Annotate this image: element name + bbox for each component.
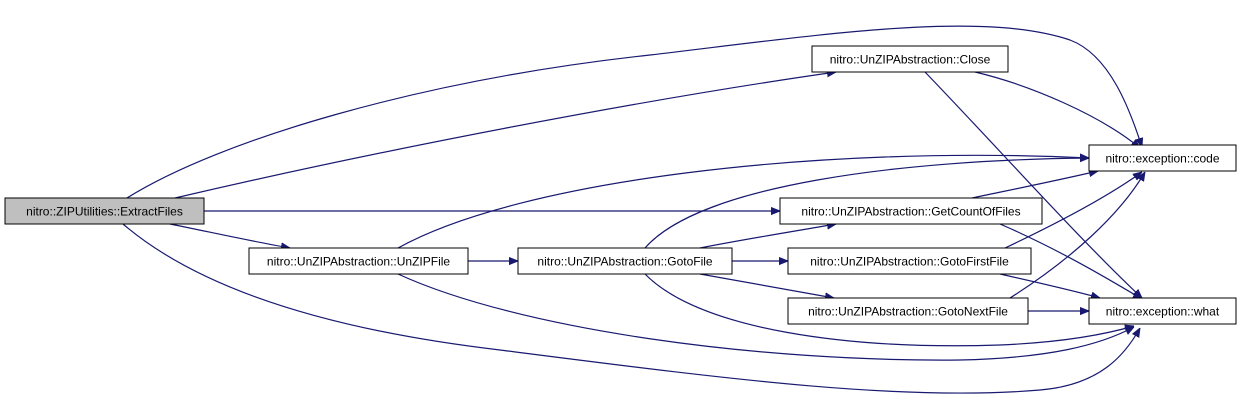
edge-gotonextfile-code <box>1009 172 1145 299</box>
node-code[interactable]: nitro::exception::code <box>1088 144 1237 172</box>
node-goto-next-file[interactable]: nitro::UnZIPAbstraction::GotoNextFile <box>787 297 1029 325</box>
edge-unzipfile-what <box>397 273 1134 361</box>
node-goto-first-file[interactable]: nitro::UnZIPAbstraction::GotoFirstFile <box>787 247 1032 275</box>
edge-extractfiles-code <box>126 25 1142 199</box>
node-label: nitro::UnZIPAbstraction::UnZIPFile <box>267 255 450 269</box>
edge-close-what <box>924 71 1142 298</box>
edge-unzipfile-code <box>397 155 1089 249</box>
edge-extractfiles-what <box>122 223 1140 394</box>
edge-getcountoffiles-code <box>971 171 1098 199</box>
node-label: nitro::ZIPUtilities::ExtractFiles <box>26 205 183 219</box>
node-get-count-of-files[interactable]: nitro::UnZIPAbstraction::GetCountOfFiles <box>779 197 1043 225</box>
node-label: nitro::exception::what <box>1106 305 1220 319</box>
node-extract-files[interactable]: nitro::ZIPUtilities::ExtractFiles <box>4 197 205 225</box>
edge-gotofirstfile-what <box>999 273 1100 298</box>
node-unzip-file[interactable]: nitro::UnZIPAbstraction::UnZIPFile <box>248 247 469 275</box>
edge-gotofile-gotonextfile <box>699 273 834 298</box>
edge-gotofile-what <box>644 273 1134 347</box>
node-goto-file[interactable]: nitro::UnZIPAbstraction::GotoFile <box>517 247 733 275</box>
nodes: nitro::ZIPUtilities::ExtractFiles nitro:… <box>4 45 1237 325</box>
edge-extractfiles-close <box>174 72 836 199</box>
edge-getcountoffiles-what <box>999 223 1142 299</box>
node-what[interactable]: nitro::exception::what <box>1088 297 1237 325</box>
node-label: nitro::UnZIPAbstraction::GotoFirstFile <box>810 255 1009 269</box>
node-close[interactable]: nitro::UnZIPAbstraction::Close <box>811 45 1009 73</box>
edge-extractfiles-unzipfile <box>169 223 290 248</box>
node-label: nitro::UnZIPAbstraction::GetCountOfFiles <box>801 205 1020 219</box>
node-label: nitro::UnZIPAbstraction::GotoNextFile <box>808 305 1008 319</box>
edge-gotofile-code <box>644 158 1089 249</box>
edge-close-code <box>974 71 1140 148</box>
node-label: nitro::exception::code <box>1105 152 1219 166</box>
edges <box>122 25 1145 394</box>
node-label: nitro::UnZIPAbstraction::Close <box>830 53 991 67</box>
edge-gotofile-getcountoffiles <box>699 224 836 249</box>
node-label: nitro::UnZIPAbstraction::GotoFile <box>537 255 713 269</box>
edge-gotofirstfile-code <box>1004 172 1142 249</box>
